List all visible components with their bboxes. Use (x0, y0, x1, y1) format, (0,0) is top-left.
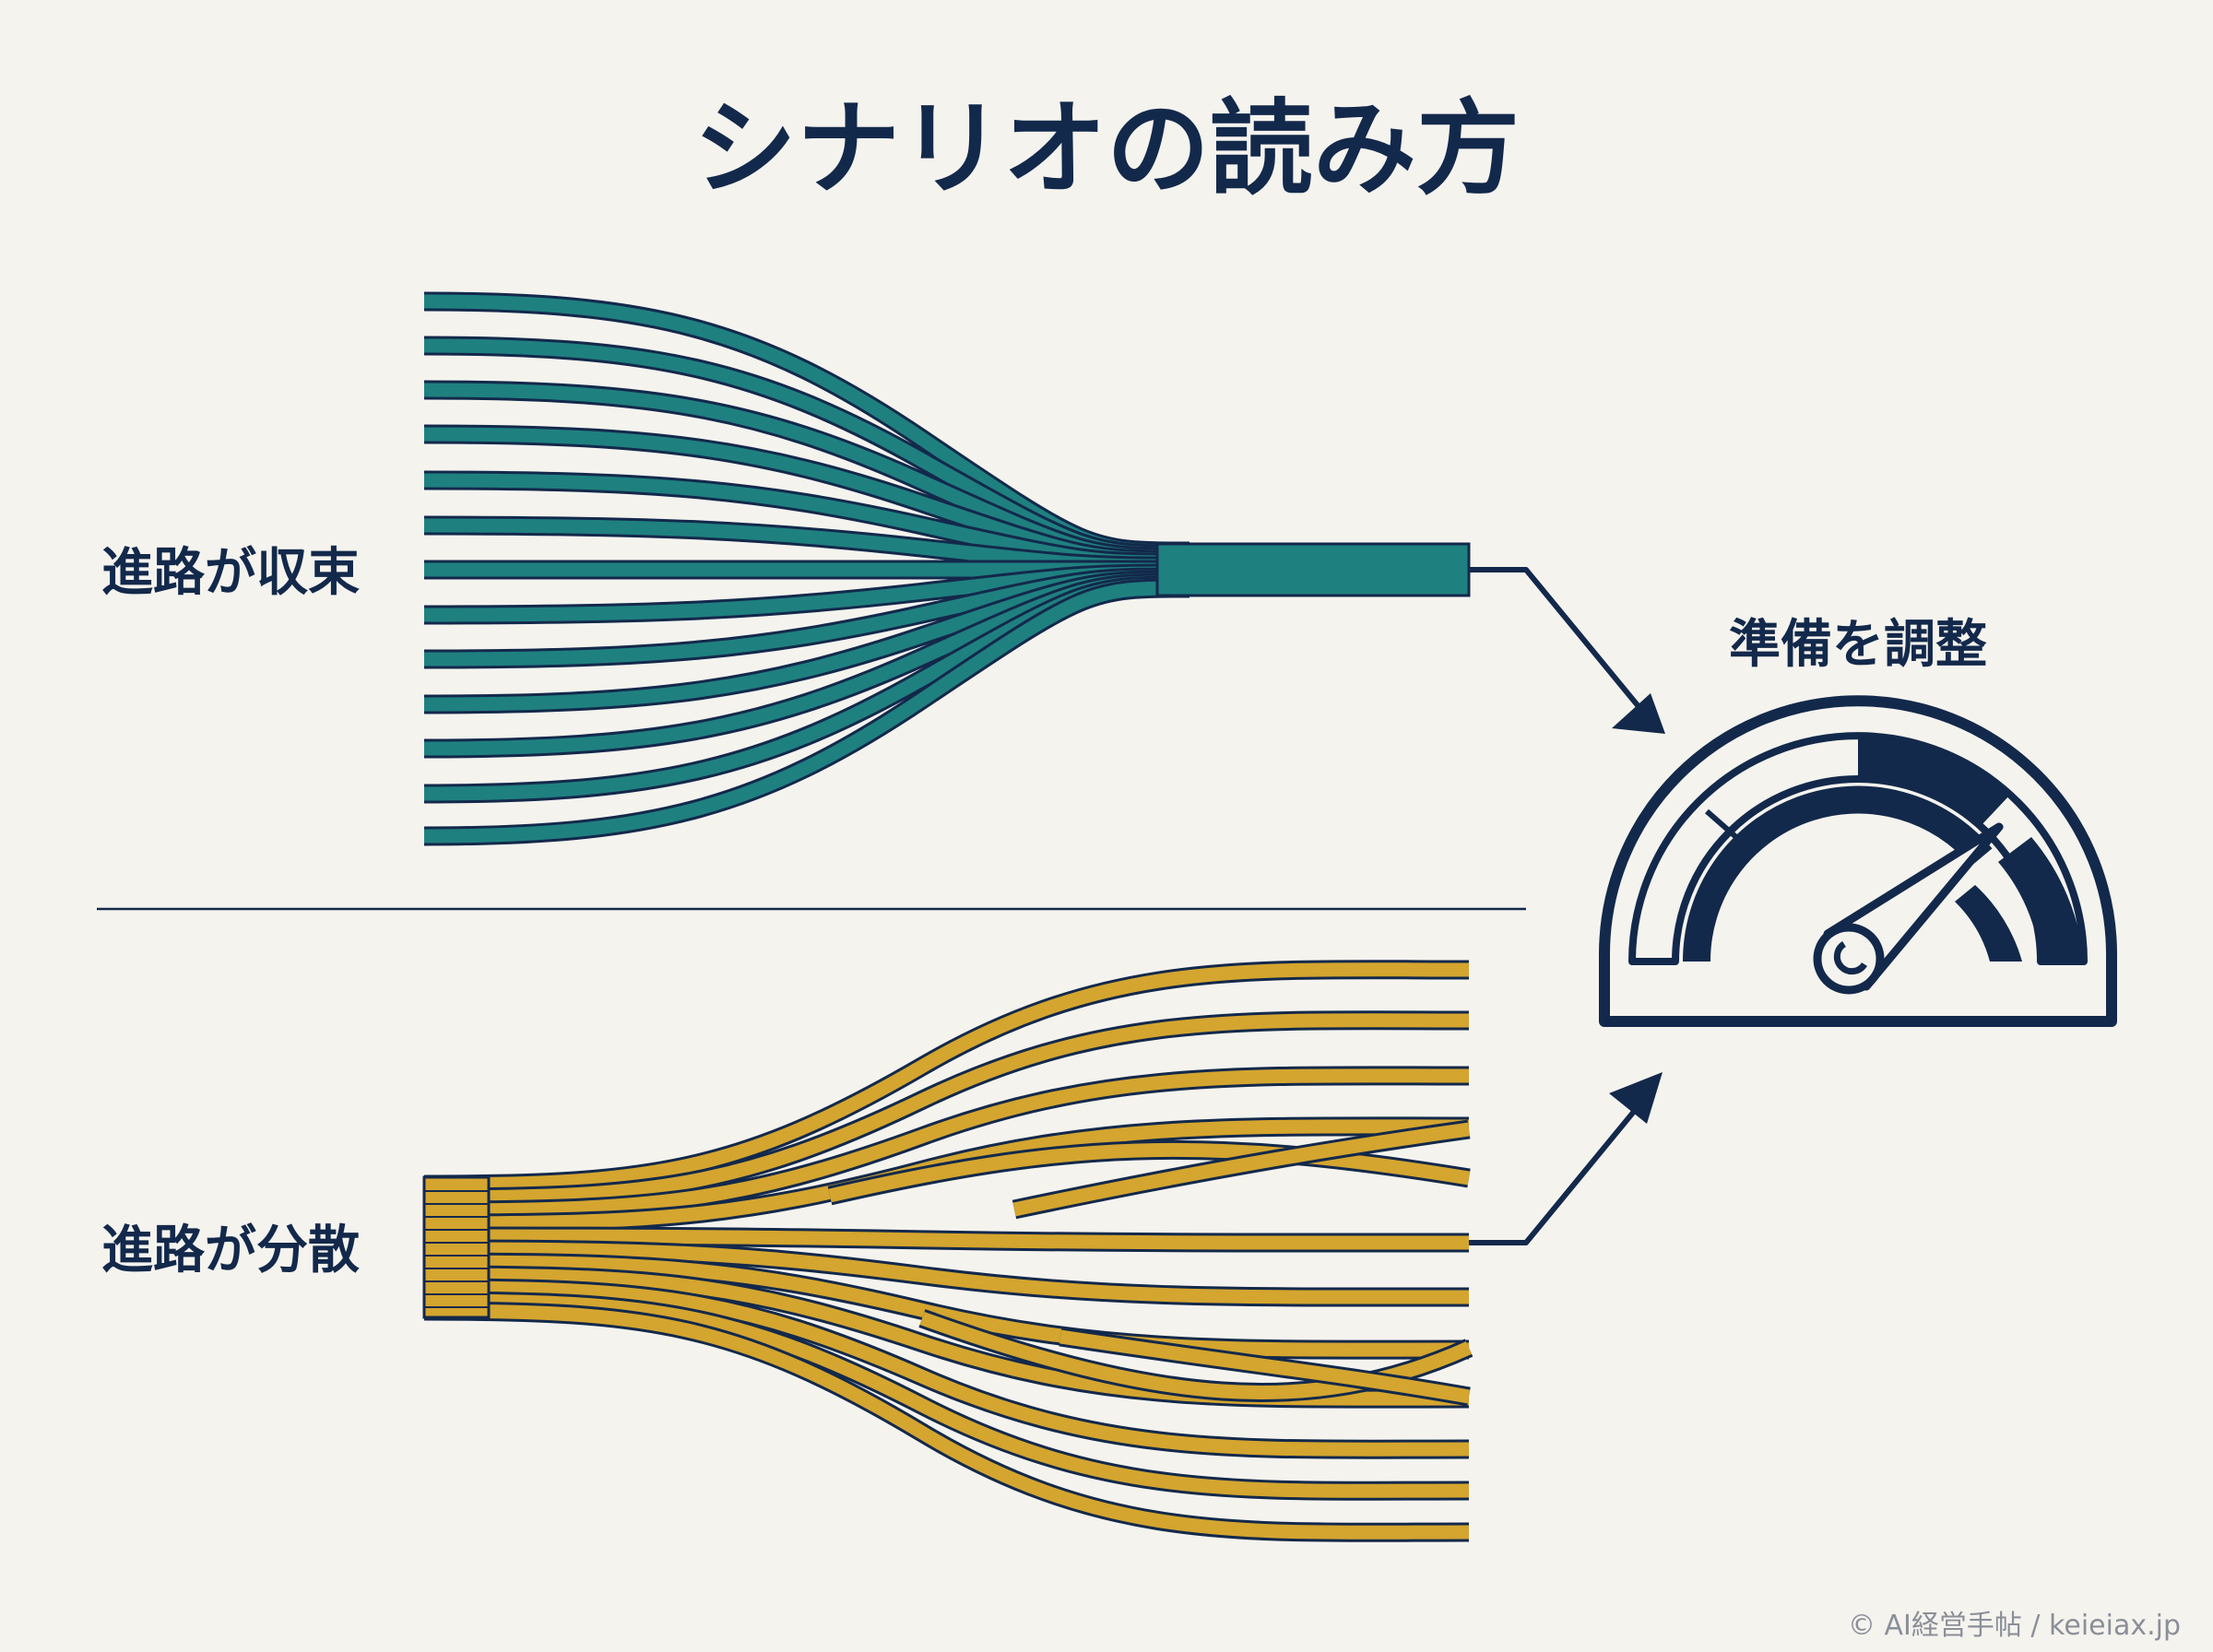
speedometer-icon (1599, 695, 2117, 1027)
page-title: シナリオの読み方 (693, 89, 1520, 209)
diverge-path (423, 1255, 1470, 1357)
diverge-path (423, 1242, 1470, 1304)
diverge-path (423, 1293, 1470, 1498)
diverge-cross-path (1059, 1329, 1471, 1404)
arrow-to-gauge-bottom (1469, 1072, 1663, 1245)
credit-text: © AI経営手帖 / keieiax.jp (1848, 1610, 2181, 1642)
converging-paths (423, 291, 1471, 846)
diverge-cross-path (919, 1311, 1473, 1399)
diverge-cross-path (828, 1142, 1471, 1203)
converge-bundle-end (1155, 542, 1471, 597)
diverge-path (423, 1229, 1470, 1250)
diverge-path (423, 1280, 1470, 1457)
diverge-bundle-start (422, 1175, 491, 1319)
diverging-paths (422, 960, 1473, 1542)
arrow-to-gauge-top (1469, 567, 1665, 734)
converge-label: 進路が収束 (101, 543, 360, 603)
converge-path (423, 581, 1190, 844)
diverge-label: 進路が分散 (101, 1221, 360, 1280)
diverge-path (423, 1304, 1470, 1540)
gauge-label: 準備を調整 (1729, 615, 1987, 675)
diverge-cross-path (1012, 1122, 1471, 1217)
diverge-path (423, 962, 1470, 1192)
diverge-path (423, 1013, 1470, 1205)
diverge-path (423, 1068, 1470, 1218)
